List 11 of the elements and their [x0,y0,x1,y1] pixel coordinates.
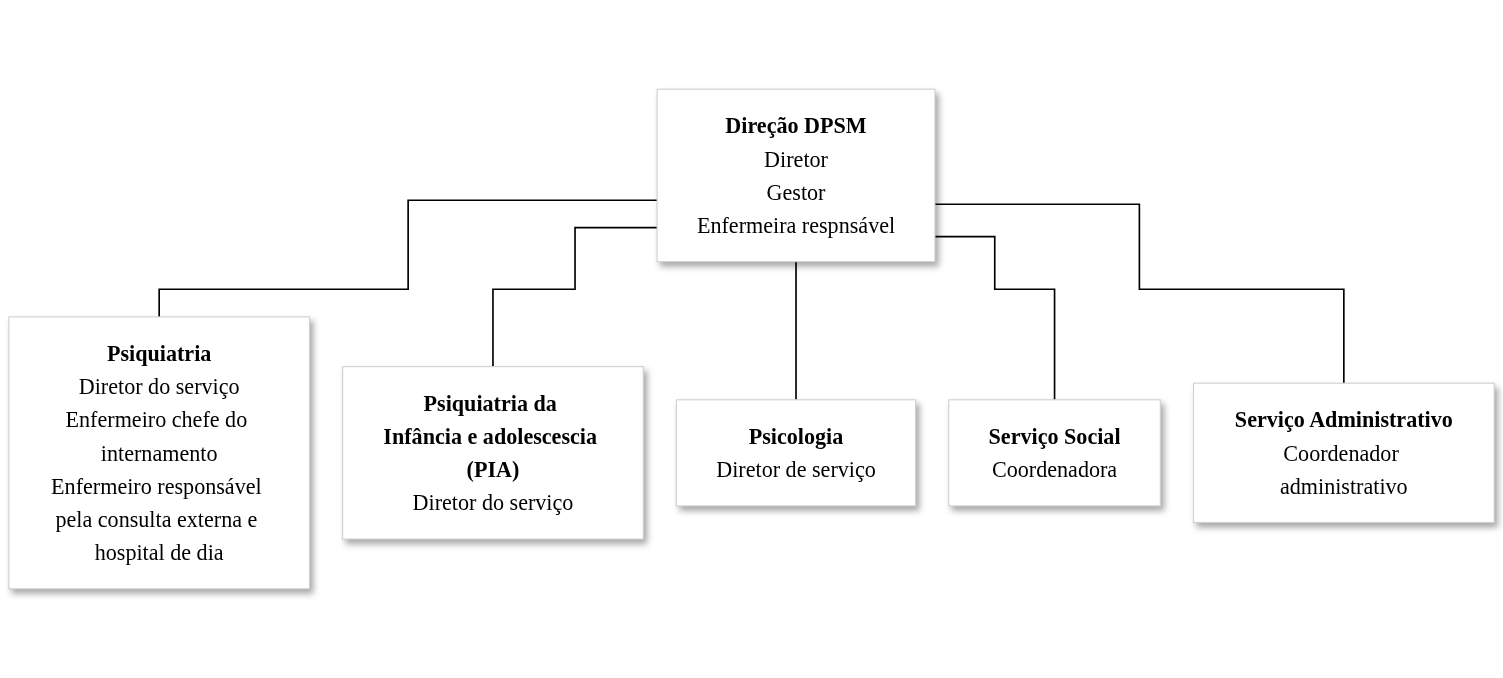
node-box [342,366,644,540]
node-box [675,399,917,507]
connector [934,203,1345,385]
node-box [948,399,1161,507]
connector [934,235,1056,401]
connector [492,226,658,368]
connector [795,260,797,401]
node-box [656,88,936,263]
node-box [8,316,311,590]
node-box [1192,382,1495,524]
connector [158,199,658,318]
